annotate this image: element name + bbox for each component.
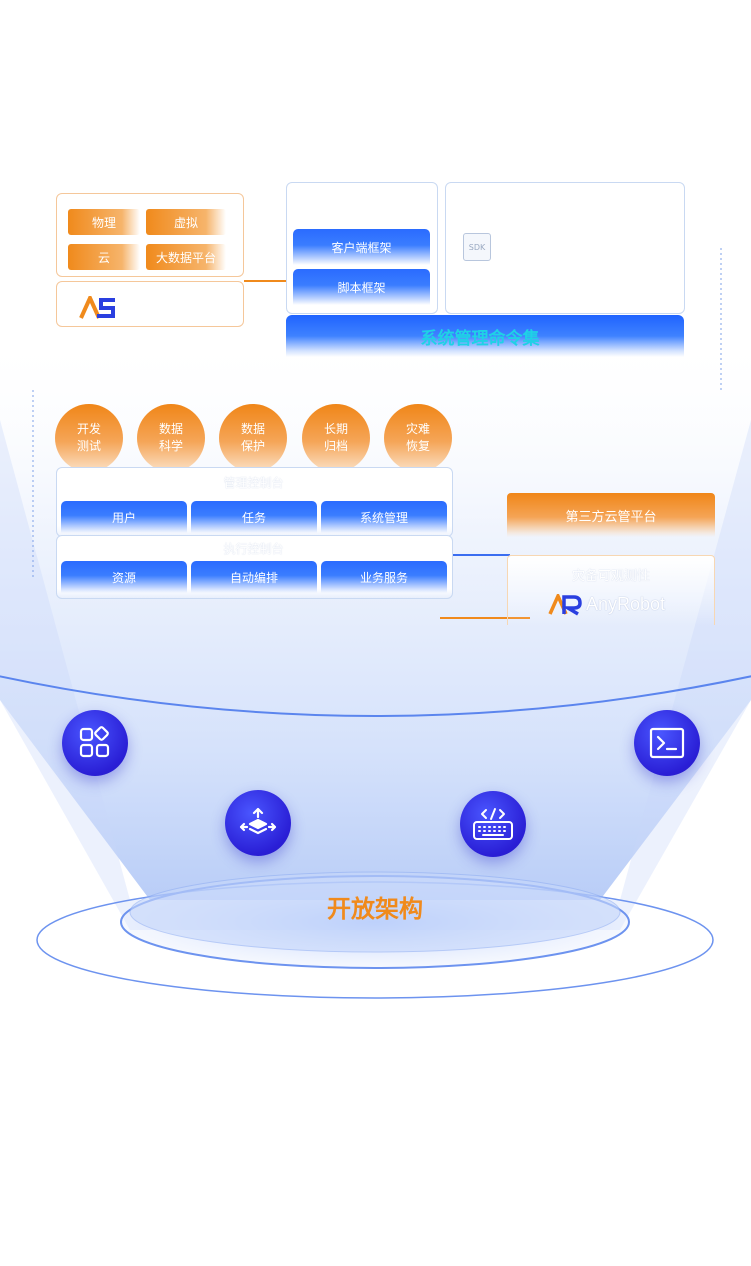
script-framework-label: 脚本框架 [337, 280, 386, 295]
script-framework-button[interactable]: 脚本框架 [293, 269, 430, 305]
capability-dev-test: 开发 测试 [55, 404, 123, 472]
capability-long-term-archive: 长期 归档 [302, 404, 370, 472]
apps-grid-icon [62, 710, 128, 776]
capability-line1: 灾难 [405, 422, 430, 436]
console-button-users[interactable]: 用户 [61, 501, 187, 533]
capability-line1: 数据 [240, 422, 265, 436]
capability-line2: 测试 [76, 439, 101, 453]
client-framework-label: 客户端框架 [331, 240, 392, 255]
exec-button-orchestration-label: 自动编排 [229, 570, 278, 585]
exec-button-resources-label: 资源 [111, 570, 136, 585]
terminal-icon [634, 710, 700, 776]
console-button-system-admin-label: 系统管理 [359, 510, 408, 525]
command-set-bar[interactable]: 系统管理命令集 [286, 315, 684, 357]
observability-title: 灾备可观测性 [571, 569, 650, 584]
capability-line1: 长期 [323, 422, 348, 436]
exec-button-business-services-label: 业务服务 [359, 570, 408, 585]
capability-data-science: 数据 科学 [137, 404, 205, 472]
anyrobot-logo-icon [548, 594, 582, 616]
tag-virtual: 虚拟 [146, 209, 226, 235]
code-keyboard-icon [460, 791, 526, 857]
tag-bigdata-label: 大数据平台 [155, 250, 216, 265]
sdk-icon: SDK [463, 233, 491, 261]
capability-line2: 恢复 [405, 439, 430, 453]
anyrobot-brand: AnyRobot [586, 594, 666, 614]
execution-console-title: 执行控制台 [223, 542, 284, 556]
capability-line1: 开发 [76, 422, 101, 436]
command-set-label: 系统管理命令集 [420, 328, 540, 349]
open-architecture-title: 开放架构 [327, 895, 423, 923]
capability-line2: 保护 [240, 439, 265, 453]
tag-physical: 物理 [68, 209, 140, 235]
capability-line2: 科学 [158, 439, 183, 453]
observability-panel [507, 555, 715, 625]
console-button-system-admin[interactable]: 系统管理 [321, 501, 447, 533]
third-party-cloud-button[interactable]: 第三方云管平台 [507, 493, 715, 537]
third-party-cloud-label: 第三方云管平台 [565, 509, 657, 525]
tag-cloud-label: 云 [97, 250, 110, 265]
tag-bigdata: 大数据平台 [146, 244, 226, 270]
capability-data-protection: 数据 保护 [219, 404, 287, 472]
exec-button-orchestration[interactable]: 自动编排 [191, 561, 317, 593]
exec-button-resources[interactable]: 资源 [61, 561, 187, 593]
capability-line2: 归档 [323, 439, 348, 453]
console-button-tasks[interactable]: 任务 [191, 501, 317, 533]
layers-upload-icon [225, 790, 291, 856]
capability-disaster-recovery: 灾难 恢复 [384, 404, 452, 472]
tag-cloud: 云 [68, 244, 140, 270]
sdk-icon-label: SDK [468, 242, 486, 252]
client-framework-button[interactable]: 客户端框架 [293, 229, 430, 265]
tag-virtual-label: 虚拟 [173, 215, 198, 230]
console-button-users-label: 用户 [111, 510, 136, 525]
capability-line1: 数据 [158, 422, 183, 436]
exec-button-business-services[interactable]: 业务服务 [321, 561, 447, 593]
management-console-title: 管理控制台 [223, 476, 284, 490]
tag-physical-label: 物理 [91, 215, 116, 230]
as-logo-icon [79, 296, 115, 319]
console-button-tasks-label: 任务 [241, 510, 266, 525]
